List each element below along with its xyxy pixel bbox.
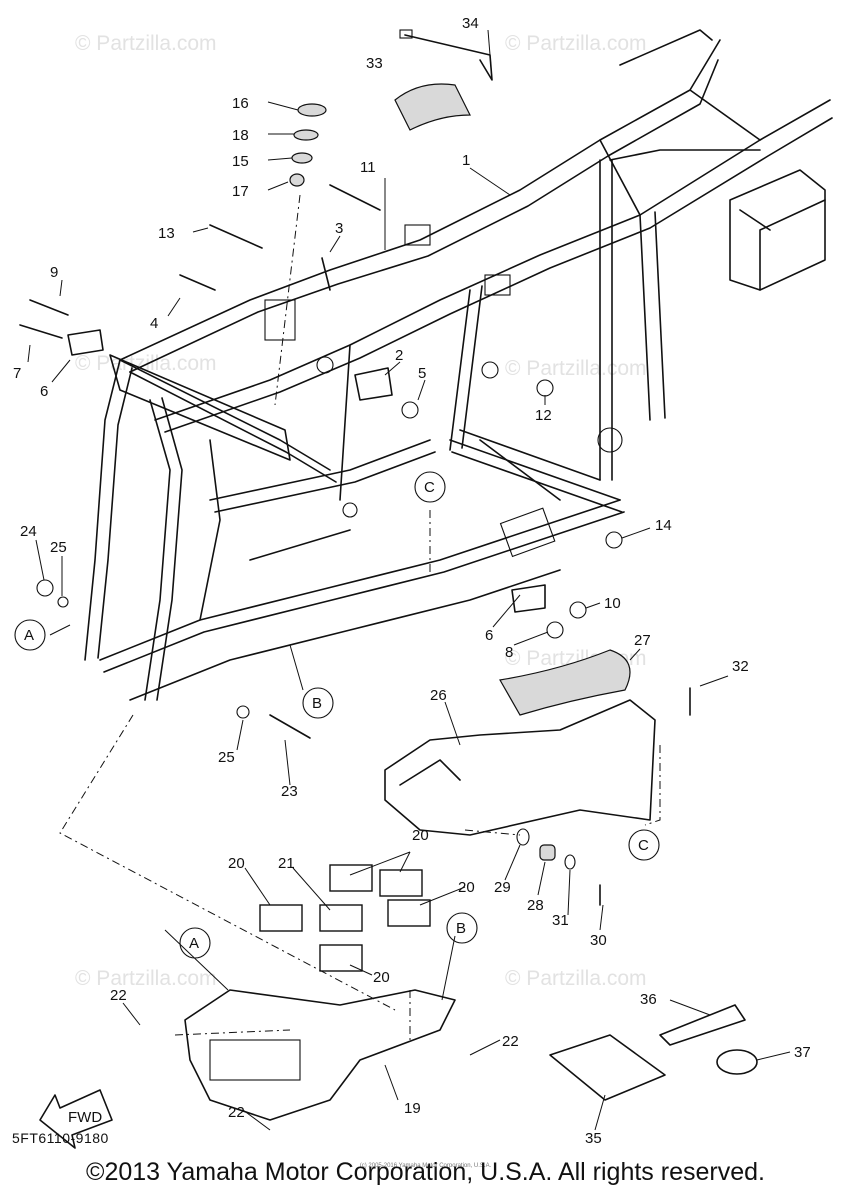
callout-3: 3 xyxy=(335,220,343,237)
callout-25: 25 xyxy=(50,539,67,556)
callout-11: 11 xyxy=(360,159,376,176)
watermarks: © Partzilla.com © Partzilla.com © Partzi… xyxy=(75,32,647,990)
callout-23: 23 xyxy=(281,783,298,800)
frame-assembly xyxy=(84,29,833,701)
reference-letter-c: C xyxy=(638,837,649,854)
reference-letter-a: A xyxy=(24,627,34,644)
callout-21: 21 xyxy=(278,855,295,872)
reference-circle-b xyxy=(446,912,478,944)
watermark: © Partzilla.com xyxy=(505,357,647,380)
callout-34: 34 xyxy=(462,15,479,32)
callout-22: 22 xyxy=(502,1033,519,1050)
callout-36: 36 xyxy=(640,991,657,1008)
callout-30: 30 xyxy=(590,932,607,949)
callout-13: 13 xyxy=(158,225,175,242)
callout-35: 35 xyxy=(585,1130,602,1147)
callout-19: 19 xyxy=(404,1100,421,1117)
leader-lines xyxy=(27,29,791,1131)
fine-print: (c) 2005-2016 Yamaha Motor Corporation, … xyxy=(359,1163,492,1169)
reference-letter-a: A xyxy=(189,935,199,952)
assembly-lines xyxy=(59,194,661,1040)
callout-33: 33 xyxy=(366,55,383,72)
callout-22: 22 xyxy=(110,987,127,1004)
callout-10: 10 xyxy=(604,595,621,612)
callout-17: 17 xyxy=(232,183,249,200)
fwd-label: FWD xyxy=(68,1109,102,1126)
callout-16: 16 xyxy=(232,95,249,112)
callout-20: 20 xyxy=(458,879,475,896)
callout-20: 20 xyxy=(373,969,390,986)
callout-2: 2 xyxy=(395,347,403,364)
callout-31: 31 xyxy=(552,912,569,929)
callout-26: 26 xyxy=(430,687,447,704)
callout-24: 24 xyxy=(20,523,37,540)
reference-letter-c: C xyxy=(424,479,435,496)
reference-circle-c xyxy=(414,471,446,503)
rubber-blocks xyxy=(259,864,431,972)
callout-numbers: 34 33 16 18 15 17 1 11 13 3 9 4 7 6 2 5 … xyxy=(13,15,811,1147)
reference-circle-a xyxy=(179,927,211,959)
watermark: © Partzilla.com xyxy=(75,32,217,55)
callout-18: 18 xyxy=(232,127,249,144)
watermark: © Partzilla.com xyxy=(75,352,217,375)
reference-markers: A B C C A B xyxy=(14,471,660,959)
callout-8: 8 xyxy=(505,644,513,661)
copyright-notice: ©2013 Yamaha Motor Corporation, U.S.A. A… xyxy=(86,1158,765,1186)
callout-20: 20 xyxy=(228,855,245,872)
callout-9: 9 xyxy=(50,264,58,281)
callout-22: 22 xyxy=(228,1104,245,1121)
reference-letter-b: B xyxy=(456,920,466,937)
callout-7: 7 xyxy=(13,365,21,382)
callout-6: 6 xyxy=(40,383,48,400)
callout-14: 14 xyxy=(655,517,672,534)
callout-20: 20 xyxy=(412,827,429,844)
watermark: © Partzilla.com xyxy=(505,967,647,990)
callout-5: 5 xyxy=(418,365,426,382)
diagram-code: 5FT6110-9180 xyxy=(12,1130,109,1146)
callout-29: 29 xyxy=(494,879,511,896)
callout-1: 1 xyxy=(462,152,470,169)
callout-28: 28 xyxy=(527,897,544,914)
reference-letter-b: B xyxy=(312,695,322,712)
callout-25: 25 xyxy=(218,749,235,766)
callout-37: 37 xyxy=(794,1044,811,1061)
reference-circle-c xyxy=(628,829,660,861)
watermark: © Partzilla.com xyxy=(505,32,647,55)
loose-parts: FWD xyxy=(19,29,758,1149)
watermark: © Partzilla.com xyxy=(75,967,217,990)
callout-4: 4 xyxy=(150,315,158,332)
callout-6: 6 xyxy=(485,627,493,644)
callout-27: 27 xyxy=(634,632,651,649)
callout-32: 32 xyxy=(732,658,749,675)
reference-circle-a xyxy=(14,619,46,651)
callout-12: 12 xyxy=(535,407,552,424)
reference-circle-b xyxy=(302,687,334,719)
callout-15: 15 xyxy=(232,153,249,170)
